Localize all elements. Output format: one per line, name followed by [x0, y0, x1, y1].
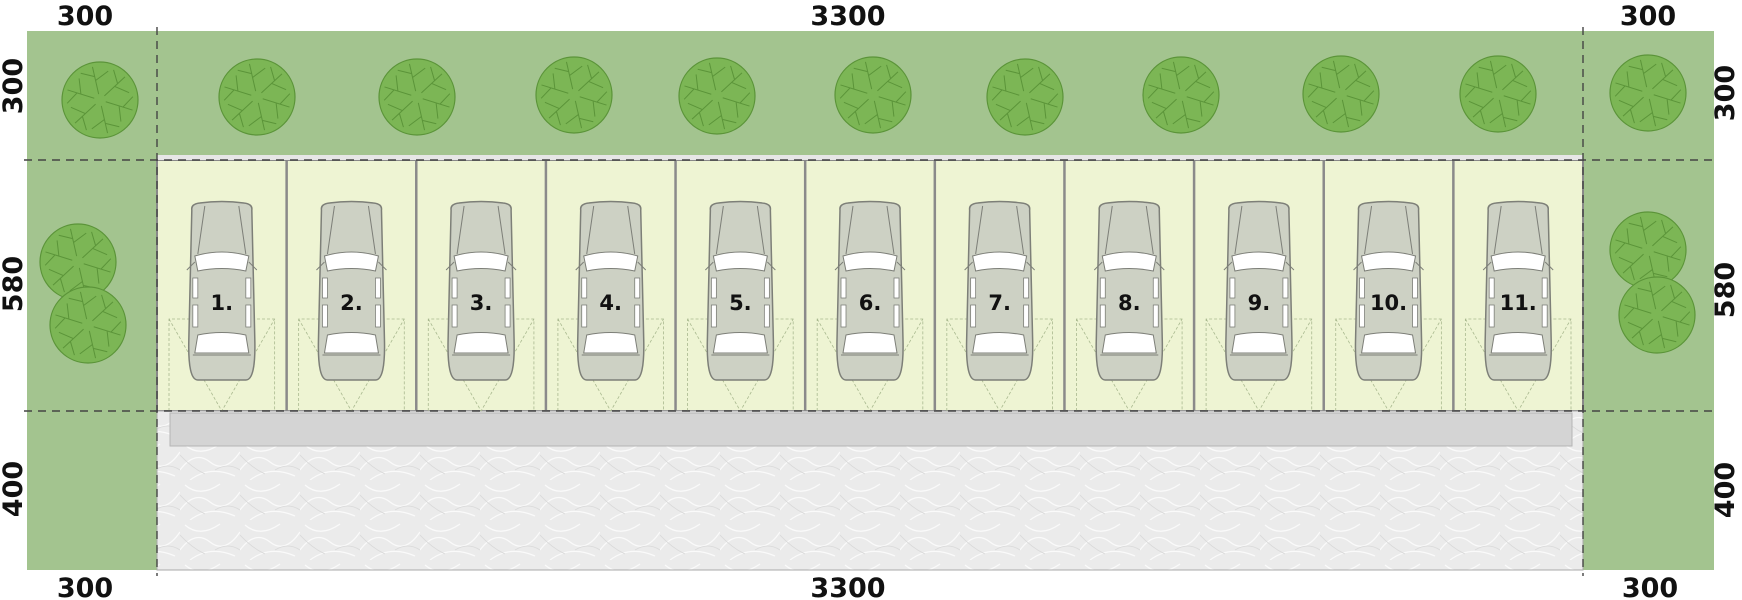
bay-number: 6. — [859, 291, 882, 315]
car-icon — [705, 200, 776, 381]
bay-number: 11. — [1500, 291, 1537, 315]
tree-icon — [535, 56, 613, 134]
dim-bottom-center: 3300 — [810, 573, 885, 600]
tree-icon — [1618, 276, 1696, 354]
parking-bay: 11. — [1452, 161, 1572, 412]
dim-top-left: 300 — [57, 1, 113, 32]
door-swing — [427, 318, 535, 412]
car-icon — [575, 200, 647, 381]
curb-strip — [169, 412, 1573, 447]
bay-number: 7. — [988, 291, 1011, 315]
tree-icon — [218, 58, 296, 136]
parking-bay: 9. — [1192, 161, 1313, 412]
parking-bay: 3. — [415, 161, 535, 412]
tree-icon — [61, 61, 139, 139]
dimension-guides — [24, 27, 1716, 576]
tree-icon — [1609, 211, 1687, 289]
parking-bay: 4. — [544, 161, 664, 412]
tree-icon — [1142, 56, 1220, 134]
edge-strip — [157, 155, 1583, 160]
tree-icon — [1459, 55, 1537, 133]
door-swing — [557, 318, 664, 412]
parking-bay: 2. — [285, 161, 405, 412]
parking-bay: 8. — [1063, 161, 1183, 412]
bay-number: 4. — [599, 291, 622, 315]
door-swing — [946, 318, 1053, 412]
dim-bottom-right: 300 — [1622, 573, 1678, 600]
car-icon — [1093, 200, 1165, 381]
parking-bay: 7. — [933, 161, 1053, 412]
dim-bottom-left: 300 — [57, 573, 113, 600]
bay-number: 10. — [1370, 291, 1407, 315]
tree-icon — [834, 56, 912, 134]
tree-icon — [1609, 54, 1687, 132]
car-icon — [186, 200, 258, 381]
tree-icon — [378, 58, 456, 136]
car-icon — [834, 200, 906, 381]
dim-right-middle: 580 — [1710, 262, 1741, 318]
bay-number: 1. — [211, 291, 234, 315]
parking-bay: 10. — [1322, 161, 1442, 412]
parking-bay: 6. — [803, 161, 924, 412]
trees — [39, 54, 1696, 364]
tree-icon — [49, 286, 127, 364]
car-icon — [964, 200, 1035, 381]
dim-left-top: 300 — [0, 58, 29, 114]
car-icon — [1223, 200, 1295, 381]
bay-number: 8. — [1118, 291, 1141, 315]
car-icon — [1482, 200, 1554, 381]
tree-icon — [39, 223, 117, 301]
dim-right-top: 300 — [1710, 65, 1741, 121]
tree-icon — [986, 58, 1064, 136]
door-swing — [1464, 318, 1572, 412]
tree-icon — [1302, 55, 1380, 133]
dim-top-center: 3300 — [810, 1, 885, 32]
bay-number: 3. — [470, 291, 493, 315]
bay-number: 2. — [340, 291, 363, 315]
car-icon — [1353, 200, 1424, 381]
dim-left-middle: 580 — [0, 256, 29, 312]
dim-right-bottom: 400 — [1710, 462, 1741, 518]
dim-top-right: 300 — [1620, 1, 1676, 32]
car-icon — [316, 200, 387, 381]
parking-bays: 1. 2. 3. 4. 5. 6. 7. 8. 9. 10. 11. — [168, 161, 1572, 412]
bay-number: 5. — [729, 291, 752, 315]
dim-left-bottom: 400 — [0, 461, 29, 517]
tree-icon — [678, 57, 756, 135]
car-icon — [445, 200, 517, 381]
parking-bay: 5. — [674, 161, 794, 412]
door-swing — [1076, 318, 1183, 412]
bay-number: 9. — [1248, 291, 1271, 315]
